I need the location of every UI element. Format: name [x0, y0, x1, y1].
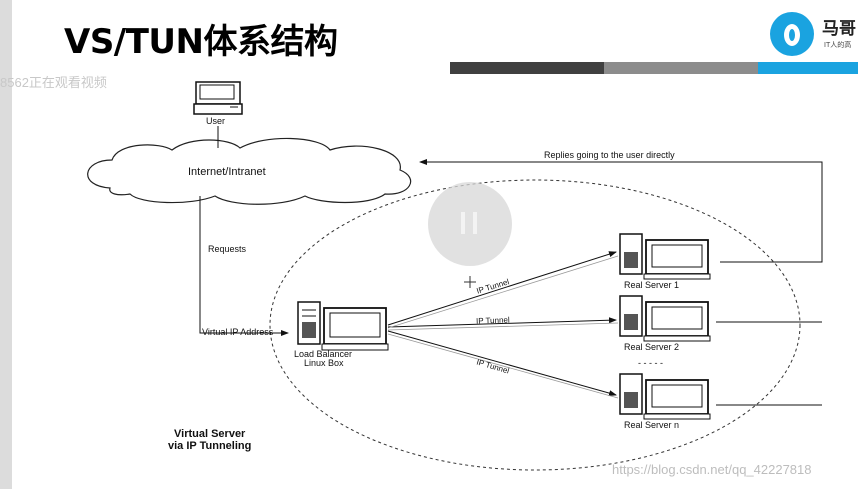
internet-cloud	[87, 137, 412, 205]
brand-logo: 马哥 IT人的高	[768, 10, 858, 62]
linux-box-label: Linux Box	[304, 358, 344, 368]
requests-label: Requests	[208, 244, 247, 254]
caption-line-2: via IP Tunneling	[168, 440, 252, 452]
viewer-count-overlay: 8562正在观看视频	[0, 75, 107, 90]
user-computer-icon	[193, 81, 243, 115]
real-server-1-icon	[619, 233, 711, 280]
header-bar-blue	[758, 62, 858, 74]
user-label: User	[206, 116, 226, 126]
logo-icon	[770, 12, 814, 56]
cloud-label: Internet/Intranet	[188, 166, 266, 178]
real-server-2-label: Real Server 2	[624, 342, 680, 352]
replies-label: Replies going to the user directly	[544, 150, 675, 160]
real-server-n-icon	[619, 373, 711, 420]
real-server-n-label: Real Server n	[624, 420, 680, 430]
ellipsis-label: - - - - -	[638, 358, 663, 368]
pause-button[interactable]	[428, 182, 512, 266]
logo-tagline: IT人的高	[824, 42, 852, 49]
real-server-1-label: Real Server 1	[624, 280, 680, 290]
virtual-ip-label: Virtual IP Address	[202, 327, 274, 337]
header-bar-dark	[450, 62, 604, 74]
load-balancer-icon	[297, 301, 389, 351]
header-bar-gray	[604, 62, 758, 74]
crosshair-cursor-icon	[464, 276, 476, 288]
logo-name: 马哥	[822, 19, 856, 39]
load-balancer-label: Load Balancer	[294, 349, 353, 359]
real-server-2-icon	[619, 295, 711, 342]
tunnel-label-2: IP Tunnel	[475, 315, 510, 326]
left-edge-strip	[0, 0, 12, 489]
caption-line-1: Virtual Server	[174, 428, 246, 440]
slide-title: VS/TUN体系结构	[64, 22, 338, 62]
virtual-server-boundary	[269, 179, 801, 471]
pause-icon	[461, 212, 465, 234]
blog-url-watermark: https://blog.csdn.net/qq_42227818	[612, 462, 812, 477]
